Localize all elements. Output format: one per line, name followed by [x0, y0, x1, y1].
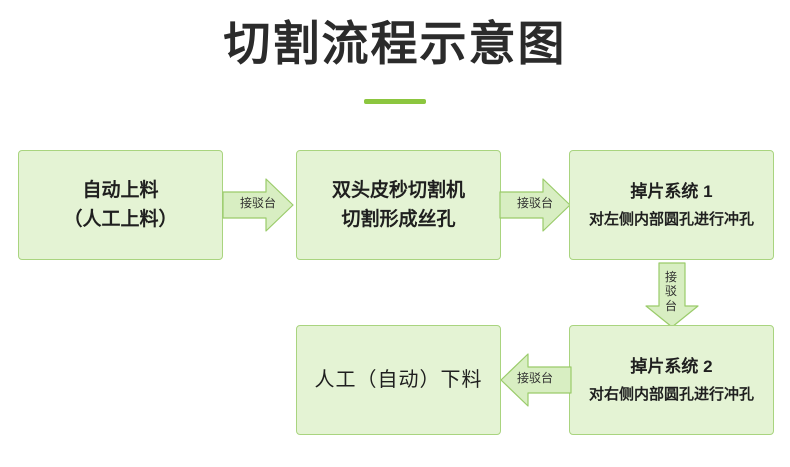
node-auto-feed-line-1: 自动上料 [82, 179, 159, 201]
node-unload-label: 人工（自动）下料 [314, 368, 483, 391]
node-auto-feed[interactable]: 自动上料 （人工上料） [18, 150, 223, 260]
arrow-cut-to-drop1 [499, 178, 571, 232]
page-title: 切割流程示意图 [223, 17, 567, 70]
node-auto-feed-line-2: （人工上料） [63, 209, 178, 230]
arrow-cut-to-drop1-label: 接驳台 [516, 196, 553, 210]
arrow-feed-to-cut [222, 178, 294, 232]
node-picosecond-cutter-line-2: 切割形成丝孔 [341, 209, 456, 230]
arrow-drop2-to-unload-label: 接驳台 [516, 371, 553, 385]
node-unload[interactable]: 人工（自动）下料 [296, 325, 501, 435]
arrow-drop1-to-drop2 [645, 262, 699, 328]
node-drop-system-1[interactable]: 掉片系统 1 对左侧内部圆孔进行冲孔 [569, 150, 774, 260]
node-drop-system-1-desc: 对左侧内部圆孔进行冲孔 [588, 210, 754, 228]
node-drop-system-1-title: 掉片系统 1 [630, 181, 713, 201]
node-picosecond-cutter-line-1: 双头皮秒切割机 [331, 179, 465, 201]
node-drop-system-2[interactable]: 掉片系统 2 对右侧内部圆孔进行冲孔 [569, 325, 774, 435]
arrow-feed-to-cut-label: 接驳台 [239, 196, 276, 210]
arrow-drop1-to-drop2-label: 接驳台 [664, 270, 677, 313]
node-drop-system-2-desc: 对右侧内部圆孔进行冲孔 [588, 385, 754, 403]
node-picosecond-cutter[interactable]: 双头皮秒切割机 切割形成丝孔 [296, 150, 501, 260]
arrow-drop2-to-unload [500, 353, 572, 407]
node-drop-system-2-title: 掉片系统 2 [630, 356, 713, 376]
title-underline [364, 99, 426, 104]
